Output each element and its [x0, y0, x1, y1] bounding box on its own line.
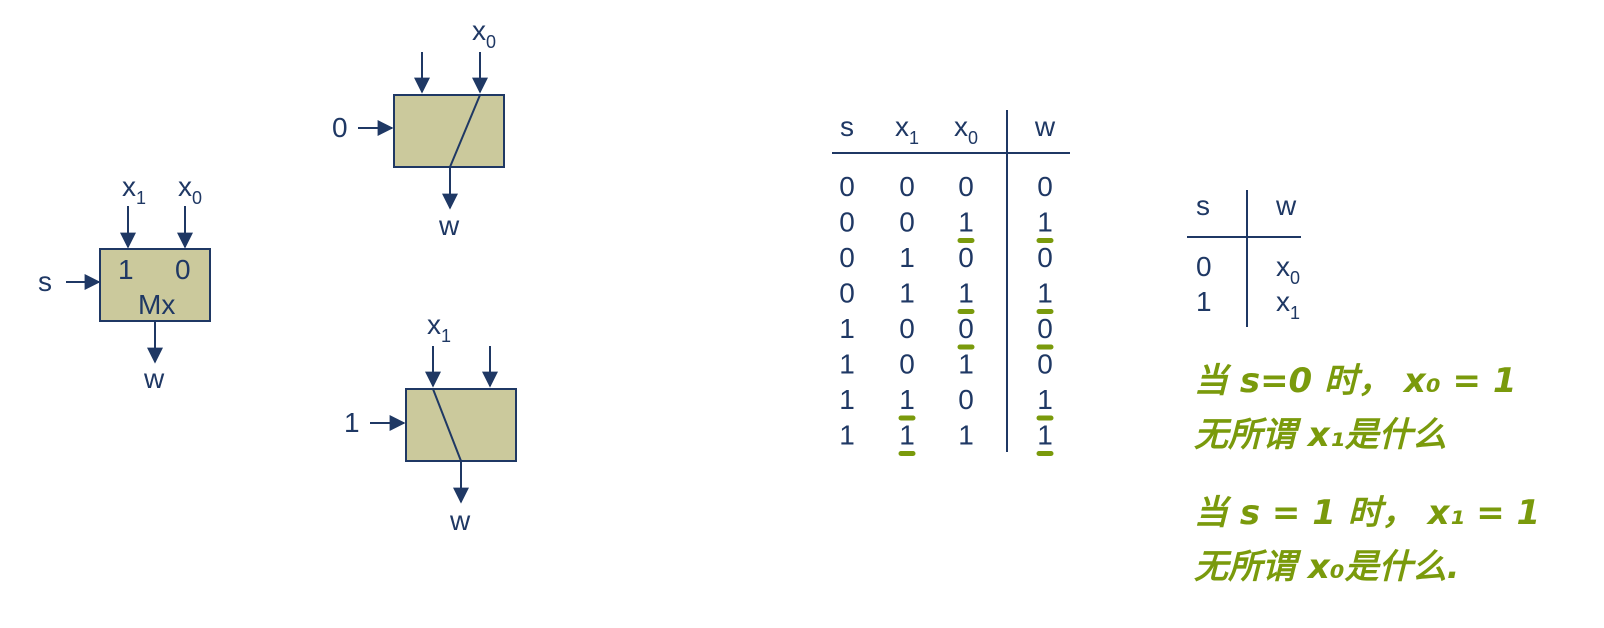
case0-switch-path	[449, 94, 481, 168]
truth-table-cell: 0	[899, 349, 915, 380]
case0-input-label: x0	[472, 15, 496, 52]
truth-table-cell: 0	[1037, 349, 1053, 380]
compact-header-w: w	[1275, 190, 1297, 221]
truth-table-cell: 1	[839, 420, 855, 451]
mux-port-1: 1	[118, 254, 134, 285]
truth-table-cell: 0	[958, 242, 974, 273]
mux-name: Mx	[138, 289, 175, 320]
truth-table-cell: 0	[1037, 242, 1053, 273]
mux-case-0: x0 0 w	[332, 15, 505, 241]
mux-box	[99, 248, 211, 322]
truth-table-cell: 0	[839, 242, 855, 273]
compact-table: s w 0 x0 1 x1	[1187, 190, 1301, 327]
case1-select-value: 1	[344, 407, 360, 438]
truth-table-cell: 0	[1037, 313, 1053, 344]
case1-box	[405, 388, 517, 462]
truth-table-cell: 1	[899, 278, 915, 309]
truth-table-header-x0: x0	[954, 111, 978, 148]
case1-input-label: x1	[427, 309, 451, 346]
compact-row-1-s: 1	[1196, 286, 1212, 317]
note-line-4: 无所谓 x₀是什么.	[1194, 547, 1460, 587]
truth-table-cell: 0	[899, 313, 915, 344]
truth-table-cell: 0	[958, 171, 974, 202]
truth-table-header-x1: x1	[895, 111, 919, 148]
truth-table-cell: 1	[1037, 207, 1053, 238]
truth-table: s x1 x0 w 0 0 0 0 0 0 1 1 0 1 0 0 0 1 1 1 1 0 0 0 1 0 1 0 1 1 0 1 1 1 1 1	[832, 110, 1070, 456]
case1-output-label: w	[449, 505, 471, 536]
truth-table-cell: 1	[1037, 278, 1053, 309]
case1-switch-path	[432, 388, 462, 462]
truth-table-cell: 1	[839, 313, 855, 344]
truth-table-cell: 1	[1037, 384, 1053, 415]
mux-input-1-label: x1	[122, 171, 146, 208]
mux-case-1: x1 1 w	[344, 309, 517, 536]
compact-row-1-w: x1	[1276, 286, 1300, 323]
handwritten-notes: 当 s=0 时， x₀ = 1 无所谓 x₁是什么 当 s = 1 时， x₁ …	[1194, 361, 1540, 587]
truth-table-cell: 1	[899, 384, 915, 415]
mux-port-0: 0	[175, 254, 191, 285]
case0-select-value: 0	[332, 112, 348, 143]
case0-output-label: w	[438, 210, 460, 241]
truth-table-cell: 0	[839, 278, 855, 309]
mux-symbol: x1 x0 s 1 0 Mx w	[38, 171, 211, 394]
mux-input-0-label: x0	[178, 171, 202, 208]
truth-table-cell: 1	[958, 278, 974, 309]
truth-table-cell: 1	[899, 420, 915, 451]
truth-table-cell: 0	[839, 171, 855, 202]
truth-table-cell: 0	[958, 384, 974, 415]
case0-box	[393, 94, 505, 168]
truth-table-cell: 0	[899, 171, 915, 202]
truth-table-cell: 0	[1037, 171, 1053, 202]
mux-select-label: s	[38, 266, 52, 297]
note-line-3: 当 s = 1 时， x₁ = 1	[1194, 493, 1540, 533]
truth-table-cell: 0	[839, 207, 855, 238]
truth-table-cell: 0	[899, 207, 915, 238]
note-line-2: 无所谓 x₁是什么	[1194, 415, 1447, 455]
truth-table-header-w: w	[1034, 111, 1056, 142]
truth-table-header-s: s	[840, 111, 854, 142]
compact-row-0-s: 0	[1196, 251, 1212, 282]
compact-row-0-w: x0	[1276, 251, 1300, 288]
truth-table-cell: 1	[839, 384, 855, 415]
truth-table-cell: 1	[958, 420, 974, 451]
truth-table-cell: 1	[1037, 420, 1053, 451]
mux-output-label: w	[143, 363, 165, 394]
compact-header-s: s	[1196, 190, 1210, 221]
note-line-1: 当 s=0 时， x₀ = 1	[1194, 361, 1517, 401]
truth-table-cell: 1	[899, 242, 915, 273]
truth-table-cell: 1	[958, 349, 974, 380]
truth-table-cell: 1	[839, 349, 855, 380]
truth-table-cell: 1	[958, 207, 974, 238]
truth-table-cell: 0	[958, 313, 974, 344]
